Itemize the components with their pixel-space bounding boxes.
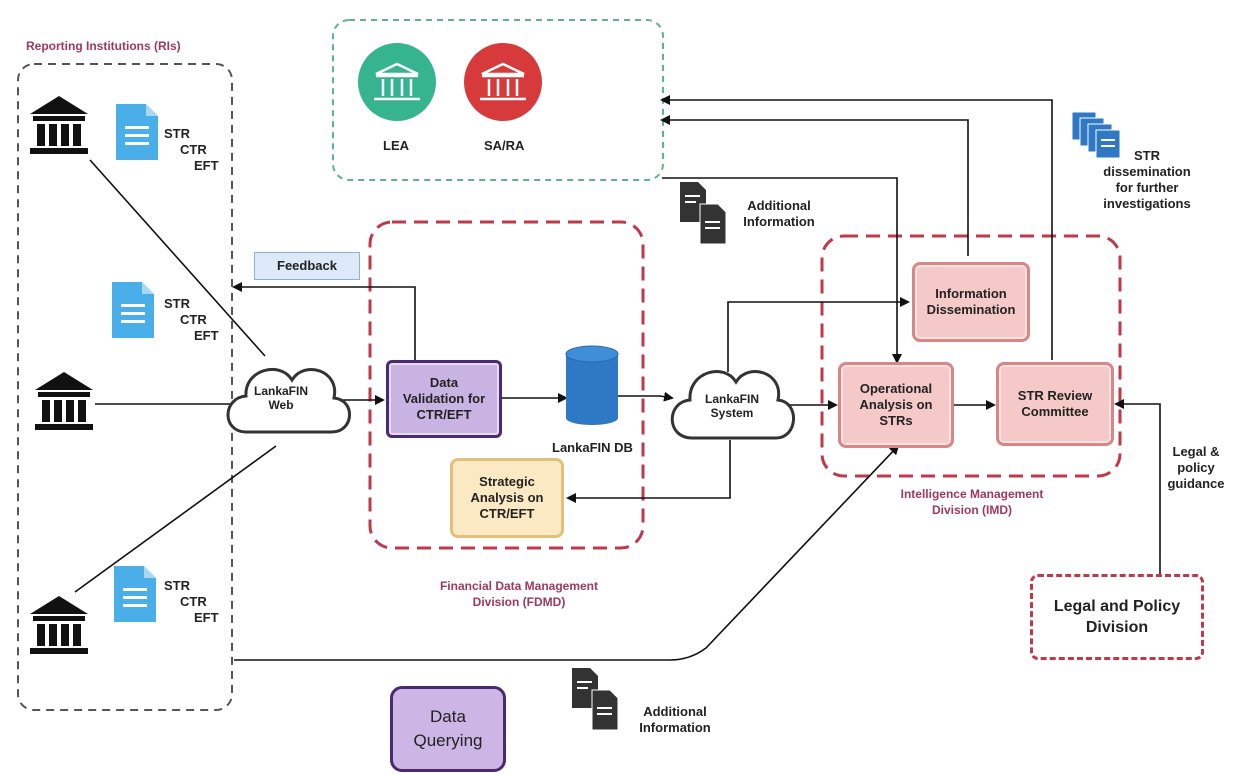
- imd-title: Intelligence Management Division (IMD): [900, 487, 1044, 517]
- legal-guidance-label: Legal & policy guidance: [1167, 444, 1225, 491]
- fdmd-title: Financial Data Management Division (FDMD…: [439, 579, 599, 609]
- legal-policy-division-node: Legal and Policy Division: [1030, 574, 1204, 660]
- lea-badge: [358, 43, 436, 121]
- report-document-icon: [116, 104, 158, 160]
- arrow-db-system: [616, 391, 674, 402]
- sa-ra-badge: [464, 43, 542, 121]
- arrow-validation-feedback: [232, 282, 416, 360]
- arrow-legal-review: [1114, 399, 1161, 574]
- sa-ra-label: SA/RA: [484, 138, 525, 153]
- additional-information-document-icon: [680, 182, 727, 245]
- bank-icon: [35, 372, 93, 430]
- additional-information-document-icon: [572, 668, 619, 731]
- bank-icon: [30, 96, 88, 154]
- arrow-system-strategic: [566, 440, 731, 503]
- bank-icon: [30, 596, 88, 654]
- lankafin-system-cloud-icon: [670, 370, 795, 440]
- report-document-icon: [114, 566, 156, 622]
- strategic-analysis-node: Strategic Analysis on CTR/EFT: [450, 458, 564, 538]
- feedback-label: Feedback: [254, 252, 360, 280]
- arrow-ri-operational: [234, 444, 900, 661]
- additional-information-label: Additional Information: [743, 198, 815, 229]
- connector-bank1-web: [89, 159, 266, 357]
- str-dissemination-label: STR dissemination for further investigat…: [1103, 148, 1191, 211]
- sa-ra-building-icon: [480, 62, 526, 101]
- lankafin-system-label: LankaFIN System: [704, 392, 759, 420]
- arrow-review-agencies: [660, 95, 1053, 360]
- additional-information-label: Additional Information: [639, 704, 711, 735]
- fdmd-group: [368, 220, 645, 550]
- arrow-dissemination-agencies: [660, 115, 969, 256]
- lea-building-icon: [374, 62, 420, 101]
- arrow-agencies-operational: [662, 177, 902, 364]
- str-review-committee-node: STR Review Committee: [996, 362, 1114, 446]
- reporting-institutions-group: [17, 63, 233, 711]
- reporting-institutions-title: Reporting Institutions (RIs): [26, 39, 181, 53]
- arrow-system-dissemination: [727, 297, 910, 372]
- imd-group: [820, 234, 1122, 478]
- str-stack-icon: [1071, 111, 1121, 159]
- information-dissemination-node: Information Dissemination: [912, 262, 1030, 342]
- report-document-icon: [112, 282, 154, 338]
- operational-analysis-node: Operational Analysis on STRs: [838, 362, 954, 448]
- database-icon: [565, 345, 619, 425]
- connector-bank3-web: [74, 445, 277, 593]
- lankafin-web-label: LankaFIN Web: [253, 384, 308, 412]
- lankafin-web-cloud-icon: [226, 368, 351, 434]
- data-validation-node: Data Validation for CTR/EFT: [386, 360, 502, 438]
- lea-label: LEA: [383, 138, 409, 153]
- data-querying-node: Data Querying: [390, 686, 506, 772]
- lankafin-db-label: LankaFIN DB: [552, 440, 633, 455]
